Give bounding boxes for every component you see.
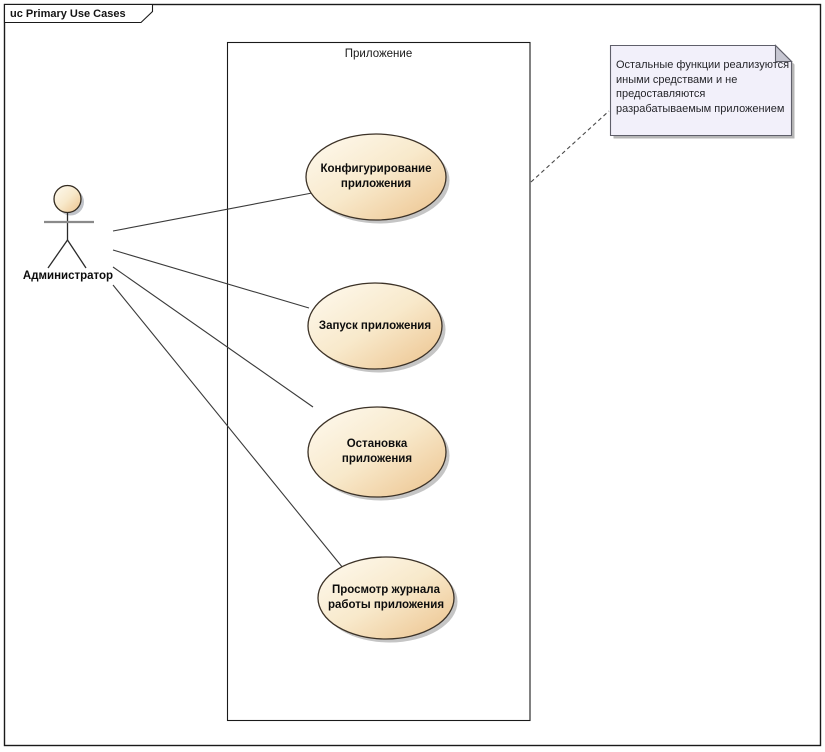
usecase-ellipse-configure[interactable]: [305, 133, 447, 221]
usecase-label-line: приложения: [340, 178, 412, 190]
actor-figure[interactable]: [44, 184, 94, 269]
actor-leg-left: [47, 239, 69, 269]
actor-head: [53, 184, 82, 214]
usecase-label-line: Конфигурирование: [320, 163, 432, 175]
usecase-label-line: приложения: [341, 453, 413, 465]
association-line-start[interactable]: [112, 249, 310, 309]
note-link-line[interactable]: [530, 110, 610, 183]
note-text-line: иными средствами и не: [616, 73, 738, 86]
usecase-label-line: Просмотр журнала: [332, 584, 440, 596]
frame-border: [3, 3, 822, 747]
association-line-configure[interactable]: [112, 192, 313, 232]
usecase-label-stop: Остановка приложения: [302, 437, 452, 467]
actor-label: Администратор: [22, 270, 114, 282]
association-line-stop[interactable]: [112, 266, 314, 408]
frame-title: uc Primary Use Cases: [10, 8, 126, 20]
usecase-label-line: работы приложения: [327, 599, 445, 611]
system-boundary-label: Приложение: [344, 48, 413, 60]
usecase-ellipse-viewlog[interactable]: [317, 556, 455, 640]
usecase-label-viewlog: Просмотр журнала работы приложения: [311, 583, 461, 613]
usecase-ellipse-start[interactable]: [307, 282, 443, 370]
note-text-line: предоставляются: [616, 88, 706, 100]
usecase-label-start: Запуск приложения: [300, 319, 450, 334]
note-text-line: Остальные функции реализуются: [616, 59, 790, 71]
frame-tab: [3, 3, 154, 24]
usecase-ellipse-stop[interactable]: [307, 406, 447, 498]
note-fold-corner: [774, 44, 793, 63]
note-shape[interactable]: [609, 44, 793, 137]
note-text: Остальные функции реализуются иными сред…: [616, 58, 792, 116]
association-line-viewlog[interactable]: [112, 284, 344, 569]
usecase-label-line: Запуск приложения: [318, 320, 432, 332]
note-text-line: разрабатываемым приложением: [616, 102, 785, 115]
actor-leg-right: [66, 239, 87, 269]
usecase-label-configure: Конфигурирование приложения: [301, 162, 451, 192]
usecase-label-line: Остановка: [346, 438, 408, 450]
